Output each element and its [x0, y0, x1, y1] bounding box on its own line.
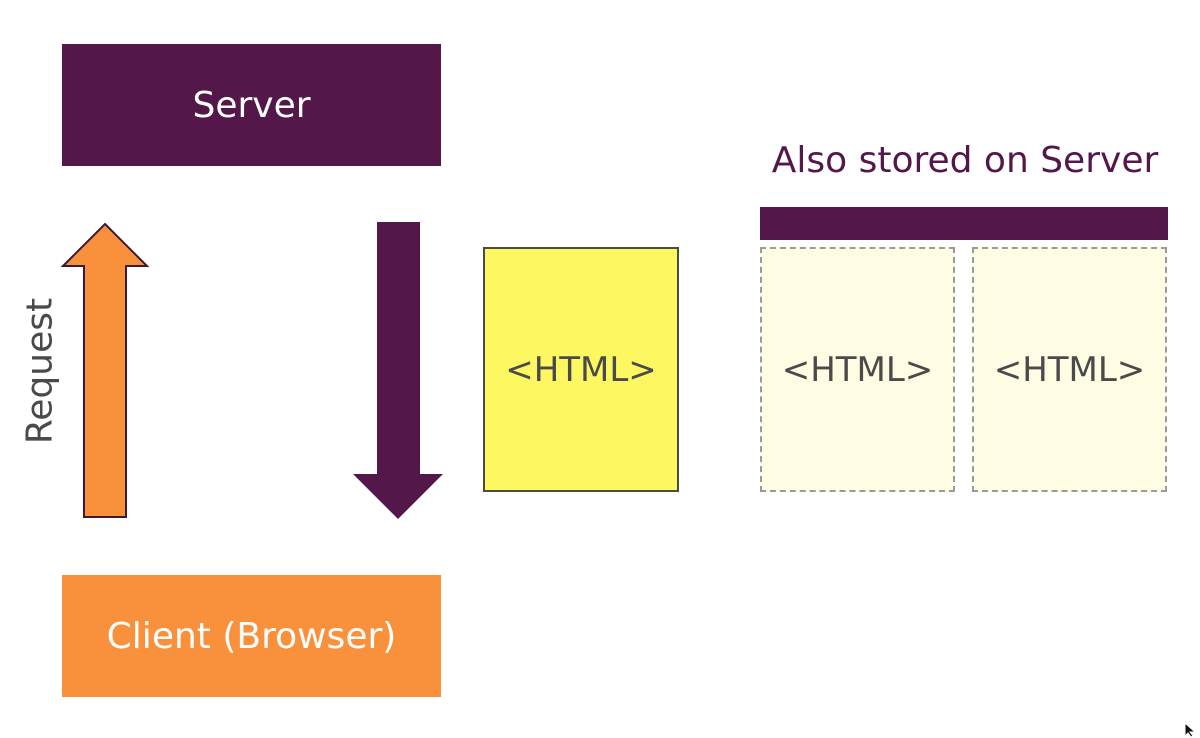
stored-title: Also stored on Server — [771, 140, 1159, 181]
html-document: <HTML> — [483, 247, 679, 492]
server-label: Server — [192, 84, 311, 126]
request-arrow-up-icon — [60, 222, 150, 518]
request-label: Request — [19, 297, 61, 445]
mouse-pointer-icon — [1184, 722, 1197, 738]
client-box: Client (Browser) — [62, 575, 441, 697]
cached-html-document-label: <HTML> — [781, 349, 934, 390]
cached-html-document-label: <HTML> — [993, 349, 1146, 390]
stored-server-bar — [760, 207, 1168, 240]
html-document-label: <HTML> — [505, 349, 657, 390]
client-label: Client (Browser) — [106, 615, 397, 657]
cached-html-document: <HTML> — [760, 247, 955, 492]
cached-html-document: <HTML> — [972, 247, 1167, 492]
server-box: Server — [62, 44, 441, 166]
response-arrow-down-icon — [353, 222, 443, 519]
